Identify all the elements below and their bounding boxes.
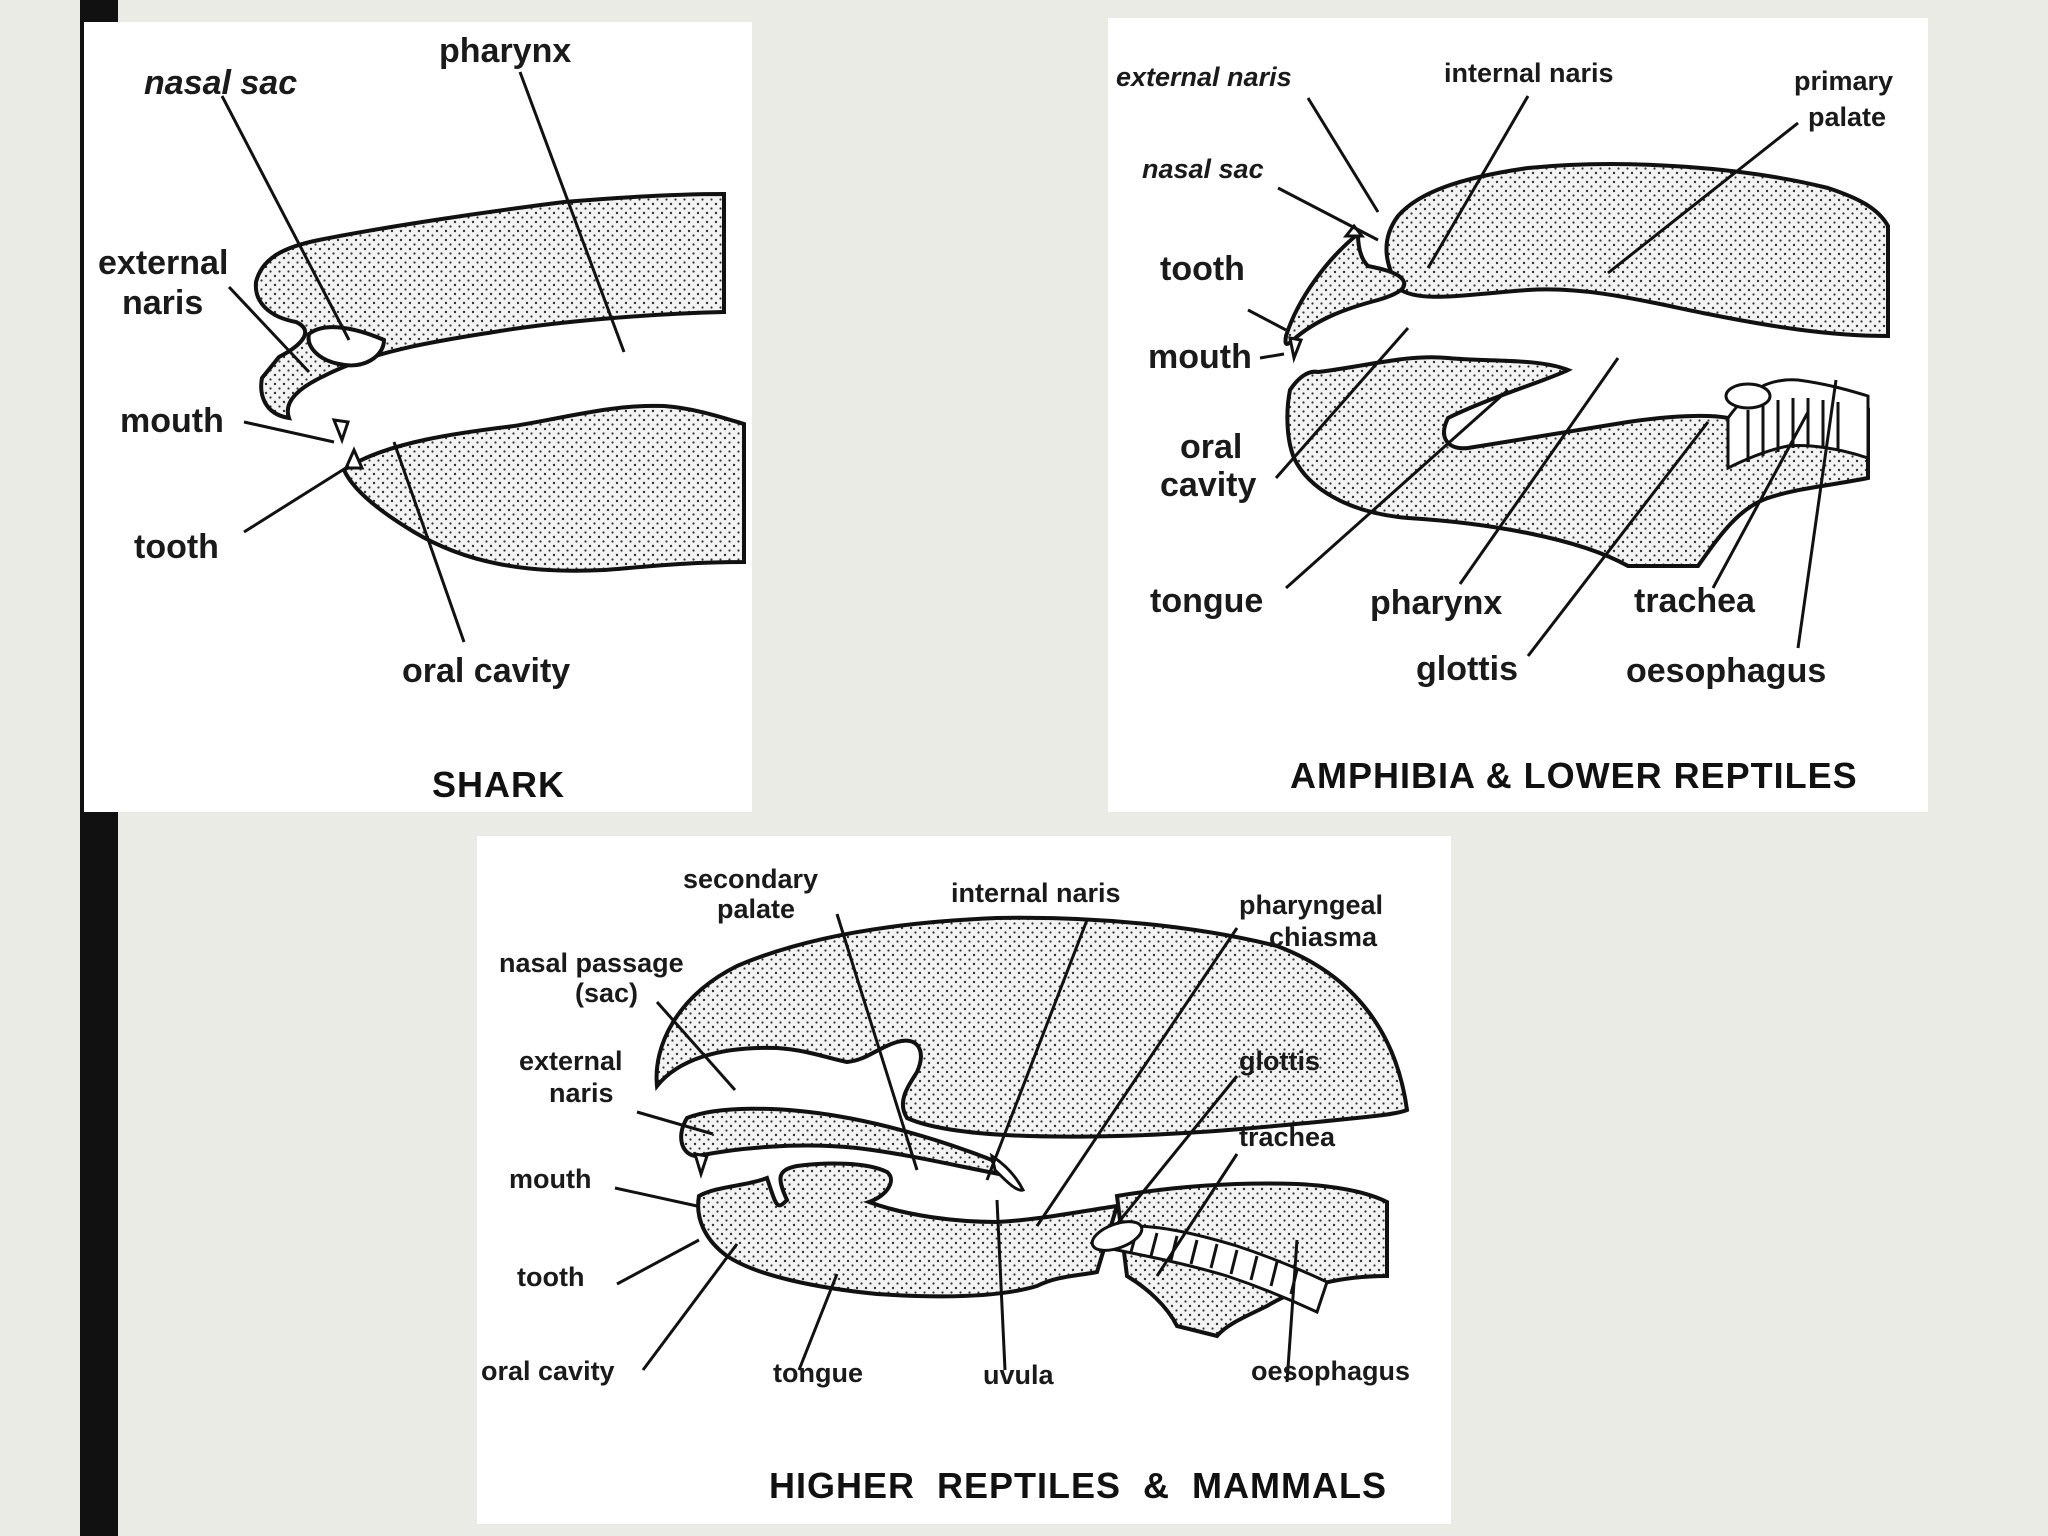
amphibia-label-primary-palate-1: primary [1794, 66, 1893, 96]
amphibia-snout [1283, 229, 1407, 346]
higher-label-glottis: glottis [1239, 1046, 1320, 1076]
higher-label-internal-naris: internal naris [951, 878, 1121, 908]
shark-title: SHARK [432, 764, 565, 805]
higher-label-tongue: tongue [773, 1358, 863, 1388]
higher-label-secondary-palate-2: palate [717, 894, 795, 924]
amphibia-diagram: external naris internal naris primary pa… [1116, 58, 1893, 796]
shark-nasal-sac [306, 325, 387, 368]
amphibia-label-nasal-sac: nasal sac [1142, 154, 1264, 184]
amphibia-label-internal-naris: internal naris [1444, 58, 1614, 88]
higher-label-pharyngeal-chiasma-2: chiasma [1269, 922, 1378, 952]
higher-diagram: secondary palate internal naris pharynge… [481, 864, 1410, 1506]
amphibia-label-pharynx: pharynx [1370, 584, 1502, 622]
higher-label-nasal-passage-2: (sac) [575, 978, 638, 1008]
amphibia-label-oral-cavity-1: oral [1180, 428, 1242, 466]
amphibia-label-external-naris: external naris [1116, 62, 1292, 92]
shark-lower-tooth [343, 446, 365, 470]
amphibia-lower-jaw [1285, 355, 1870, 568]
higher-trachea-rings [1090, 1220, 1329, 1315]
shark-label-pharynx: pharynx [439, 32, 571, 70]
amphibia-label-oral-cavity-2: cavity [1160, 466, 1256, 504]
higher-uvula [989, 1152, 1026, 1192]
amphibia-trachea-rings [1724, 378, 1870, 471]
shark-label-external-naris-1: external [98, 244, 228, 282]
higher-cranium [654, 915, 1410, 1139]
higher-label-trachea: trachea [1239, 1122, 1336, 1152]
amphibia-panel: external naris internal naris primary pa… [1108, 18, 1928, 812]
amphibia-label-tongue: tongue [1150, 582, 1263, 620]
higher-upper-tooth [692, 1152, 709, 1179]
amphibia-upper-tooth [1288, 336, 1304, 364]
higher-panel: secondary palate internal naris pharynge… [477, 836, 1451, 1524]
higher-label-tooth: tooth [517, 1262, 584, 1292]
shark-upper-tooth [331, 418, 350, 445]
amphibia-label-trachea: trachea [1634, 582, 1756, 620]
higher-label-oesophagus: oesophagus [1251, 1356, 1410, 1386]
shark-label-tooth: tooth [134, 528, 219, 566]
amphibia-label-mouth: mouth [1148, 338, 1252, 376]
higher-label-uvula: uvula [983, 1360, 1055, 1390]
higher-label-mouth: mouth [509, 1164, 591, 1194]
shark-upper-head [253, 191, 726, 421]
higher-label-external-naris-1: external [519, 1046, 623, 1076]
higher-lower-jaw [696, 1161, 1120, 1299]
amphibia-label-glottis: glottis [1416, 650, 1518, 688]
higher-label-secondary-palate-1: secondary [683, 864, 818, 894]
shark-panel: nasal sac pharynx external naris mouth t… [84, 22, 752, 812]
shark-label-oral-cavity: oral cavity [402, 652, 570, 690]
shark-label-nasal-sac: nasal sac [144, 64, 297, 102]
higher-label-pharyngeal-chiasma-1: pharyngeal [1239, 890, 1383, 920]
amphibia-label-oesophagus: oesophagus [1626, 652, 1826, 690]
shark-lower-jaw [341, 403, 746, 573]
higher-label-nasal-passage-1: nasal passage [499, 948, 684, 978]
higher-title: HIGHER REPTILES & MAMMALS [769, 1465, 1387, 1506]
higher-label-external-naris-2: naris [549, 1078, 614, 1108]
higher-nasal-passage [737, 1053, 827, 1106]
amphibia-label-primary-palate-2: palate [1808, 102, 1886, 132]
shark-diagram: nasal sac pharynx external naris mouth t… [98, 32, 746, 805]
shark-label-mouth: mouth [120, 402, 224, 440]
shark-label-external-naris-2: naris [122, 284, 203, 322]
amphibia-label-tooth: tooth [1160, 250, 1245, 288]
amphibia-title: AMPHIBIA & LOWER REPTILES [1290, 755, 1858, 796]
higher-label-oral-cavity: oral cavity [481, 1356, 615, 1386]
